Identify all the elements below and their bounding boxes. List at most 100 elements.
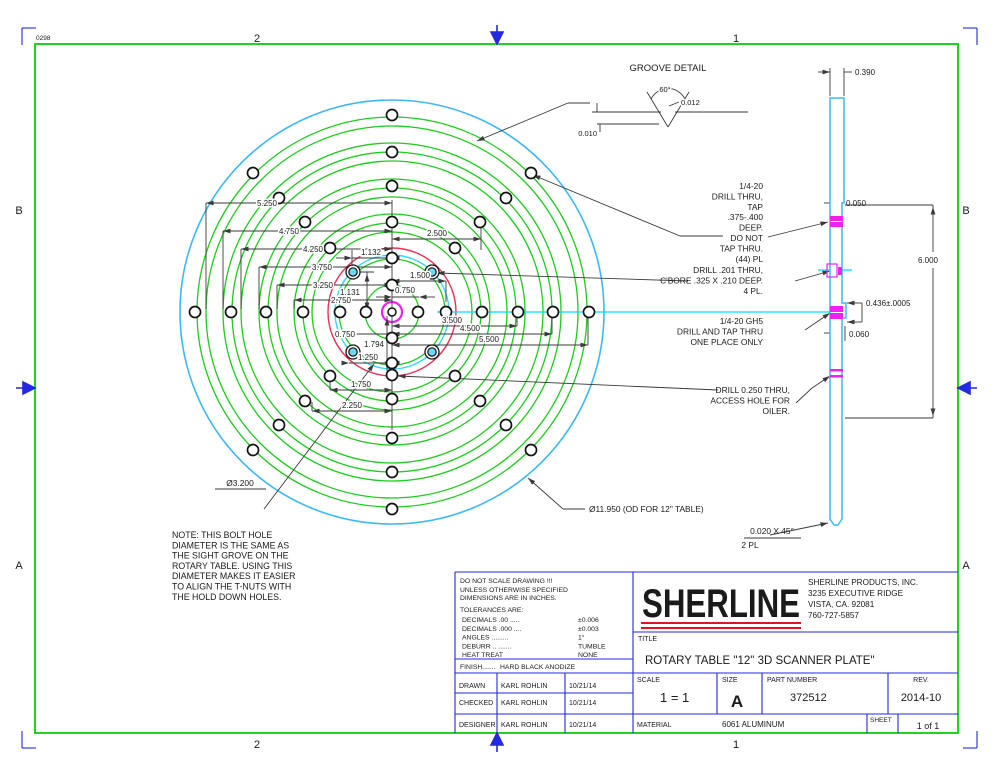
dim-label: 1.132: [361, 248, 382, 257]
signature-name: KARL ROHLIN: [501, 700, 547, 707]
tolerance-value: 1°: [578, 634, 585, 642]
cbore-note-line: DRILL .201 THRU,: [693, 265, 763, 275]
bolt-hole: [385, 179, 399, 193]
dim-label: 4.250: [303, 245, 324, 254]
scale-label: SCALE: [637, 677, 660, 684]
no-scale-warning: DO NOT SCALE DRAWING !!!: [460, 578, 553, 585]
zone-frame-marks: [16, 25, 978, 752]
groove-width-label: 0.012: [681, 98, 700, 107]
arrowhead: [438, 278, 446, 284]
groove-depth-label: 0.010: [578, 129, 597, 138]
signature-role: CHECKED: [459, 700, 493, 707]
company-address-line: SHERLINE PRODUCTS, INC.: [808, 578, 918, 587]
arrowhead: [473, 236, 481, 242]
spec-line2: DIMENSIONS ARE IN INCHES.: [460, 595, 557, 602]
arrowhead: [384, 294, 392, 300]
counterbore-hole-inner: [348, 267, 358, 277]
bolt-hole: [224, 305, 238, 319]
dim-label: 1.750: [351, 380, 372, 389]
bolt-hole: [475, 305, 489, 319]
oiler-note-line: ACCESS HOLE FOR: [710, 395, 790, 405]
bolt-hole: [385, 108, 399, 122]
bolt-hole: [582, 305, 596, 319]
bolt-holes: [188, 108, 596, 516]
arrowhead: [822, 270, 830, 276]
zone-label-left-a: A: [15, 560, 23, 572]
bolt-hole: [385, 278, 399, 292]
bolt-hole: [448, 369, 462, 383]
oiler-note-line: DRILL 0.250 THRU,: [716, 385, 790, 395]
tolerance-label: DECIMALS .00 .....: [462, 617, 520, 624]
od-label: Ø11.950 (OD FOR 12" TABLE): [589, 504, 704, 514]
center-hole: [387, 307, 397, 317]
arrowhead: [392, 323, 400, 329]
counterbore-hole-inner: [427, 267, 437, 277]
dim-line: [527, 477, 564, 510]
arrowhead: [384, 228, 392, 234]
rev-label: REV.: [913, 677, 929, 684]
tapped-hole-section: [830, 375, 843, 378]
bolt-hole-note-line: TO ALIGN THE T-NUTS WITH: [172, 582, 291, 592]
dim-label: 3.250: [313, 281, 334, 290]
dim-label: 3.750: [312, 263, 333, 272]
bolt-hole-note-line: DIAMETER IS THE SAME AS: [172, 540, 289, 550]
bolt-hole: [246, 166, 260, 180]
company-address-line: 3235 EXECUTIVE RIDGE: [808, 589, 904, 598]
arrowhead: [930, 207, 936, 215]
dim-line: [436, 272, 689, 282]
tap-note-line: 1/4-20: [739, 181, 763, 191]
tap-note-line: TAP: [747, 202, 763, 212]
dim-label: 1.500: [410, 271, 431, 280]
bolt-hole: [448, 241, 462, 255]
zone-label-left-b: B: [15, 205, 22, 217]
dim-line: [667, 91, 690, 128]
signature-date: 10/21/14: [569, 683, 596, 690]
arrowhead: [398, 373, 406, 379]
tapped-hole-section: [830, 306, 843, 312]
signature-role: DRAWN: [459, 683, 485, 690]
signature-date: 10/21/14: [569, 700, 596, 707]
title-block: DO NOT SCALE DRAWING !!! UNLESS OTHERWIS…: [459, 578, 941, 731]
tap-note-line: (44) PL: [736, 254, 764, 264]
scale-value: 1 = 1: [660, 690, 689, 705]
zone-center-arrow: [489, 25, 505, 46]
dim-label: 1.250: [358, 353, 379, 362]
dim-line: [263, 363, 375, 510]
cbore-note-line: C'BORE .325 X .210 DEEP.: [660, 275, 763, 285]
sheet-stamp: 0298: [36, 35, 51, 42]
counterbore-hole-inner: [427, 347, 437, 357]
groove-angle-arc: [650, 88, 686, 100]
side-view: [826, 97, 847, 526]
arrowhead: [384, 297, 392, 303]
bolt-hole: [188, 305, 202, 319]
arrowhead: [294, 297, 302, 303]
bolt-hole: [524, 166, 538, 180]
arrowhead: [419, 294, 427, 300]
company-address: SHERLINE PRODUCTS, INC. 3235 EXECUTIVE RI…: [808, 578, 918, 620]
arrowhead: [384, 246, 392, 252]
arrowhead: [330, 387, 338, 393]
tap-note-line: DRILL THRU,: [712, 191, 763, 201]
bolt-hole-note-line: DIAMETER MAKES IT EASIER: [172, 571, 296, 581]
company-address-line: VISTA, CA. 92081: [808, 600, 875, 609]
zone-label-bottom-1: 1: [733, 739, 739, 751]
zone-label-right-a: A: [962, 560, 970, 572]
arrowhead: [580, 342, 588, 348]
dimension-arrows: [206, 69, 936, 527]
side-dim-6000: 6.000: [918, 256, 939, 265]
arrowhead: [341, 360, 349, 366]
dim-label: 2.750: [331, 296, 352, 305]
arrowhead: [384, 318, 390, 326]
drawing-title: ROTARY TABLE "12" 3D SCANNER PLATE": [645, 655, 875, 667]
arrowhead: [528, 478, 536, 485]
company-address-line: 760-727-5857: [808, 611, 859, 620]
arrowhead: [822, 313, 830, 320]
arrowhead: [392, 236, 400, 242]
material-value: 6061 ALUMINUM: [722, 720, 785, 729]
zone-center-arrow: [16, 380, 37, 396]
arrowhead: [364, 274, 370, 282]
bolt-hole: [333, 305, 347, 319]
